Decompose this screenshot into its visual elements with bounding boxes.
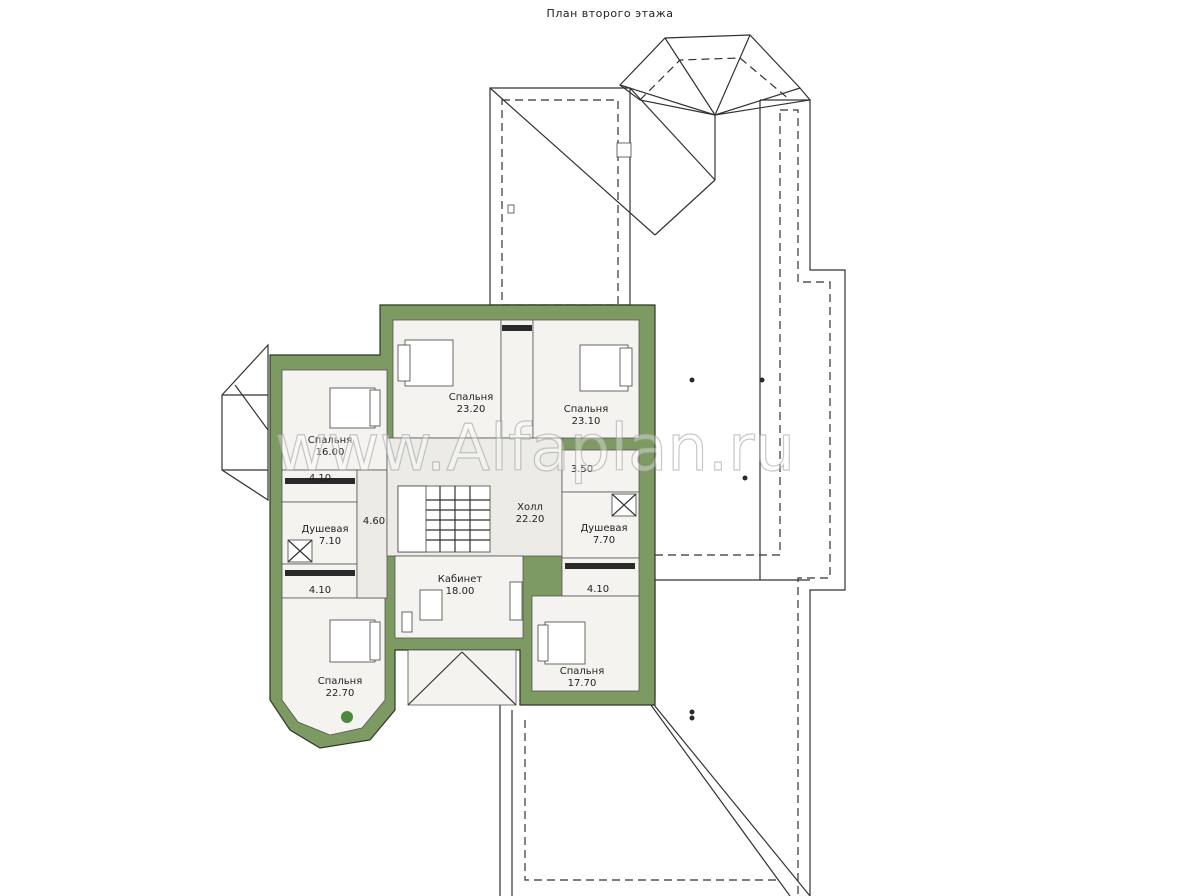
room-name-bedroom-left-top: Спальня bbox=[308, 435, 353, 446]
room-name-study: Кабинет bbox=[438, 574, 483, 585]
room-area-hall: 22.20 bbox=[516, 514, 545, 525]
room-area-bedroom-top-right: 23.10 bbox=[572, 416, 601, 427]
room-name-hall: Холл bbox=[517, 502, 543, 513]
room-area-bedroom-bottom-left: 22.70 bbox=[326, 688, 355, 699]
watermark-text: www.Alfaplan.ru bbox=[275, 412, 795, 486]
room-area-wc-small: 3.50 bbox=[571, 464, 593, 475]
room-area-shower-right: 7.70 bbox=[593, 535, 615, 546]
room-name-shower-right: Душевая bbox=[580, 523, 627, 534]
room-name-bedroom-bottom-right: Спальня bbox=[560, 666, 605, 677]
room-name-bedroom-top-right: Спальня bbox=[564, 404, 609, 415]
room-labels: Спальня 23.20 Спальня 23.10 Спальня 16.0… bbox=[301, 392, 627, 699]
room-area-wardrobe-right: 4.10 bbox=[587, 584, 609, 595]
room-area-shower-left: 7.10 bbox=[319, 536, 341, 547]
room-area-bedroom-left-top: 16.00 bbox=[316, 447, 345, 458]
furniture bbox=[285, 325, 637, 723]
room-area-wardrobe-left-bottom: 4.10 bbox=[309, 585, 331, 596]
room-name-bedroom-top-center: Спальня bbox=[449, 392, 494, 403]
room-area-bedroom-bottom-right: 17.70 bbox=[568, 678, 597, 689]
plan-title: План второго этажа bbox=[547, 7, 674, 20]
staircase bbox=[397, 485, 491, 553]
room-area-study: 18.00 bbox=[446, 586, 475, 597]
room-area-wardrobe-left-top: 4.10 bbox=[309, 473, 331, 484]
room-name-shower-left: Душевая bbox=[301, 524, 348, 535]
room-name-bedroom-bottom-left: Спальня bbox=[318, 676, 363, 687]
room-area-bedroom-top-center: 23.20 bbox=[457, 404, 486, 415]
room-area-corridor-left: 4.60 bbox=[363, 516, 385, 527]
roof-outline bbox=[221, 34, 846, 896]
